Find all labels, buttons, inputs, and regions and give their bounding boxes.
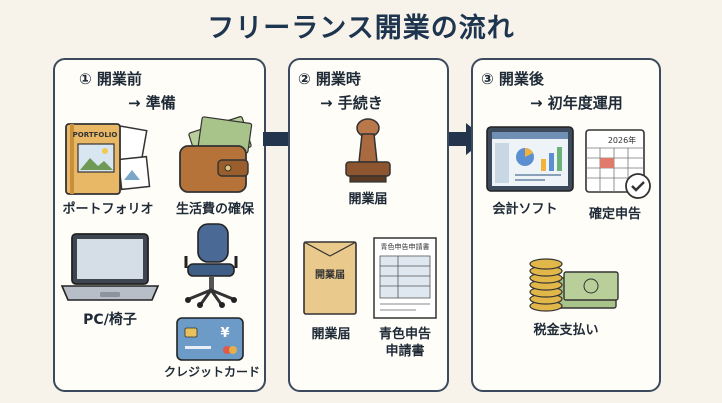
step-heading-3: ③ 開業後 <box>481 70 544 88</box>
envelope-icon: 開業届 <box>300 238 360 318</box>
item-opening-notice: 開業届 <box>311 327 351 342</box>
coins-cash-icon <box>520 252 620 316</box>
item-blue-return: 青色申告 <box>378 327 431 342</box>
item-pc-chair: PC/椅子 <box>83 312 137 328</box>
calendar-check-icon: 2026年 <box>582 124 654 202</box>
card-symbol: ¥ <box>220 326 229 341</box>
panel-at-opening <box>288 58 449 392</box>
accounting-software-icon <box>485 125 575 195</box>
item-tax-return: 確定申告 <box>588 207 641 222</box>
step-heading-1: ① 開業前 <box>79 70 142 88</box>
office-chair-icon <box>180 222 242 308</box>
calendar-year: 2026年 <box>608 135 636 145</box>
application-form-icon: 青色申告申請書 <box>370 236 440 320</box>
portfolio-icon: PORTFOLIO <box>58 118 158 200</box>
item-opening-notice-stamp: 開業届 <box>348 192 388 207</box>
laptop-icon <box>60 230 160 306</box>
page-title: フリーランス開業の流れ <box>207 13 515 44</box>
item-tax-payment: 税金支払い <box>533 323 599 338</box>
panel-after-opening <box>471 58 661 392</box>
envelope-text: 開業届 <box>315 268 345 281</box>
item-portfolio: ポートフォリオ <box>62 202 154 217</box>
portfolio-cover-text: PORTFOLIO <box>73 131 118 139</box>
wallet-icon <box>170 116 260 196</box>
item-credit-card: クレジットカード <box>163 365 260 379</box>
step-sub-2: → 手続き <box>320 94 383 112</box>
step-sub-1: → 準備 <box>128 94 176 112</box>
item-living-expenses: 生活費の確保 <box>175 202 254 217</box>
credit-card-icon: ¥ <box>175 316 245 362</box>
item-application-form: 申請書 <box>385 344 425 359</box>
stamp-icon <box>338 118 398 188</box>
form-title: 青色申告申請書 <box>381 242 430 251</box>
item-accounting-software: 会計ソフト <box>492 202 558 217</box>
step-heading-2: ② 開業時 <box>298 70 361 88</box>
step-sub-3: → 初年度運用 <box>530 94 623 112</box>
